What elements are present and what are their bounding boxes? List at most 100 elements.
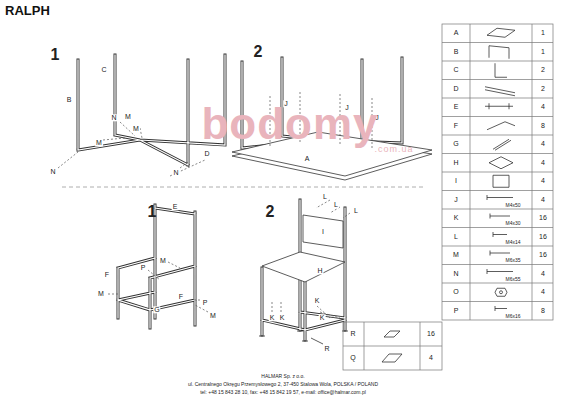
part-letter: L xyxy=(333,201,339,208)
part-icon xyxy=(490,214,510,219)
table-cell: I xyxy=(455,178,457,185)
part-letter: P xyxy=(140,264,147,271)
table-cell: E xyxy=(454,104,459,111)
table-cell: 16 xyxy=(539,233,547,240)
drawing-stroke xyxy=(442,42,553,43)
drawing-stroke xyxy=(108,262,208,312)
part-letter: C xyxy=(100,66,107,73)
table-cell: 4 xyxy=(541,289,545,296)
part-icon xyxy=(384,331,400,337)
table-cell: 4 xyxy=(541,104,545,111)
drawing-stroke xyxy=(442,172,553,173)
drawing-stroke xyxy=(364,322,365,370)
table-cell: J xyxy=(454,196,458,203)
part-letter: M xyxy=(95,139,103,146)
part-icon xyxy=(495,63,507,77)
footer-text: ul. Centralnego Okręgu Przemysłowego 2, … xyxy=(188,382,378,387)
step-number: 2 xyxy=(254,44,263,61)
part-letter: L xyxy=(353,207,359,214)
footer-text: tel: +48 15 843 28 10, fax: +48 15 842 1… xyxy=(200,390,366,395)
step-number: 2 xyxy=(266,204,275,221)
part-letter: K xyxy=(314,297,321,304)
table-cell: L xyxy=(454,233,458,240)
part-icon xyxy=(487,195,513,200)
step-number: 1 xyxy=(51,47,60,64)
table-cell: K xyxy=(454,215,459,222)
part-icon xyxy=(489,46,509,59)
part-letter: G xyxy=(153,306,160,313)
part-letter: M xyxy=(132,125,140,132)
part-letter: N xyxy=(49,168,56,175)
table-cell: 4 xyxy=(541,196,545,203)
drawing-stroke xyxy=(442,283,553,284)
drawing-stroke xyxy=(442,135,553,136)
part-letter: K xyxy=(279,314,286,321)
part-icon xyxy=(495,306,507,311)
drawing-stroke xyxy=(58,122,205,176)
drawing-stroke xyxy=(442,301,553,302)
parts-icons xyxy=(382,28,515,362)
part-letter: K xyxy=(269,314,276,321)
table-cell: 16 xyxy=(539,252,547,259)
table-cell: 1 xyxy=(541,30,545,37)
table-cell: B xyxy=(454,48,459,55)
table-cell: 1 xyxy=(541,48,545,55)
part-icon xyxy=(490,251,510,256)
part-icon xyxy=(489,157,513,169)
step-divider xyxy=(62,187,425,188)
table-cell: 16 xyxy=(427,330,435,337)
part-letter: K xyxy=(319,314,326,321)
drawing-stroke xyxy=(442,98,553,99)
table-cell: 4 xyxy=(429,354,433,361)
table-cell: 4 xyxy=(541,270,545,277)
title: RALPH xyxy=(5,3,50,18)
drawing-stroke xyxy=(343,322,442,370)
part-letter: F xyxy=(178,293,184,300)
part-letter: B xyxy=(66,96,73,103)
part-icon xyxy=(493,232,507,237)
drawing-stroke xyxy=(343,346,442,347)
drawing-stroke xyxy=(442,79,553,80)
drawing-stroke xyxy=(442,153,553,154)
part-letter: I xyxy=(321,228,325,235)
part-letter: M xyxy=(97,290,105,297)
table-cell: G xyxy=(453,141,458,148)
drawing-stroke xyxy=(442,227,553,228)
drawing-stroke xyxy=(420,322,421,370)
frame-tube-outline xyxy=(78,55,402,340)
table-cell: P xyxy=(454,307,459,314)
screw-size: M4x30 xyxy=(505,221,520,226)
watermark: bodomy xyxy=(201,101,378,147)
part-icon xyxy=(495,288,507,296)
part-icon xyxy=(487,28,515,37)
table-cell: 4 xyxy=(541,159,545,166)
part-letter: A xyxy=(304,155,311,162)
drawing-stroke xyxy=(442,246,553,247)
part-letter: D xyxy=(203,150,210,157)
drawing-stroke xyxy=(442,61,553,62)
table-cell: 4 xyxy=(541,178,545,185)
frame-tube-inner xyxy=(78,55,402,340)
glides xyxy=(259,331,348,344)
part-icon xyxy=(485,87,515,96)
part-icon xyxy=(493,139,511,150)
part-icon xyxy=(493,175,509,187)
part-letter: F xyxy=(104,271,110,278)
seat-and-backrest xyxy=(262,215,345,282)
part-letter: L xyxy=(322,193,328,200)
table-cell: M xyxy=(453,252,459,259)
part-letter: P xyxy=(202,299,209,306)
step-number: 1 xyxy=(148,204,157,221)
part-icon xyxy=(485,103,513,109)
part-icon xyxy=(487,122,515,130)
drawing-stroke xyxy=(442,190,553,191)
part-letter: N xyxy=(172,169,179,176)
part-icon xyxy=(382,354,402,362)
table-cell: O xyxy=(453,289,458,296)
parts-table-grid xyxy=(343,24,553,370)
table-cell: 16 xyxy=(539,215,547,222)
part-letter: M xyxy=(159,257,167,264)
part-icon xyxy=(487,269,513,274)
